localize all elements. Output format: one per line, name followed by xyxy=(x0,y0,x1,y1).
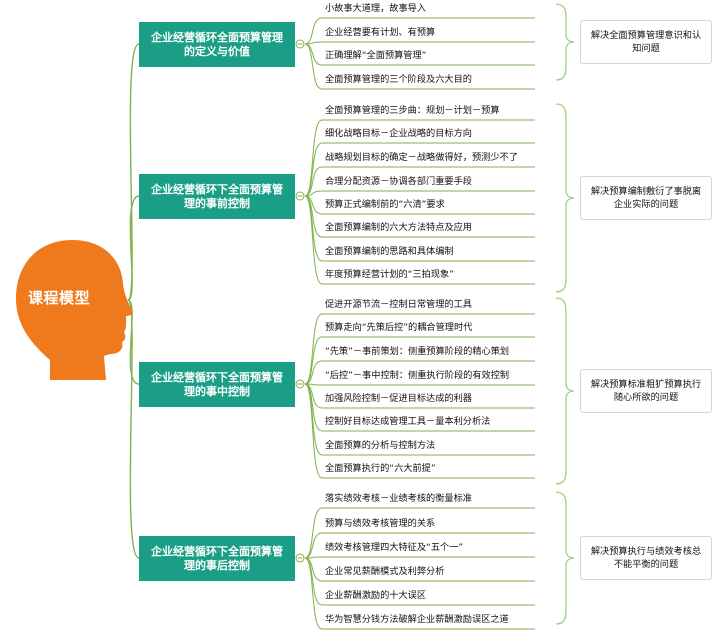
item-connector xyxy=(304,336,535,385)
item-connector xyxy=(304,556,535,559)
item-connector xyxy=(304,43,535,90)
topic-item: 华为智慧分钱方法破解企业薪酬激励误区之道 xyxy=(325,614,509,625)
topic-item: 细化战略目标－企业战略的目标方向 xyxy=(325,128,472,139)
item-connector xyxy=(304,41,535,45)
topic-item: 年度预算经营计划的“三拍现象” xyxy=(325,269,454,280)
topic-item: 小故事大道理，故事导入 xyxy=(325,3,427,14)
item-connector xyxy=(304,166,535,197)
summary-brace xyxy=(555,103,575,293)
topic-item: 全面预算管理的三个阶段及六大目的 xyxy=(325,74,472,85)
item-connector xyxy=(304,190,535,197)
item-connector xyxy=(304,142,535,197)
item-connector xyxy=(304,119,535,197)
topic-item: 加强风险控制－促进目标达成的利器 xyxy=(325,393,472,404)
topic-item: 企业经营要有计划、有预算 xyxy=(325,27,436,38)
topic-item: 绩效考核管理四大特征及“五个一” xyxy=(325,542,464,553)
root-connector xyxy=(127,195,140,301)
topic-item: 全面预算编制的六大方法特点及应用 xyxy=(325,222,472,233)
topic-item: 预算与绩效考核管理的关系 xyxy=(325,518,436,529)
topic-item: 企业常见薪酬模式及利弊分析 xyxy=(325,566,445,577)
section-node: 企业经营循环下全面预算管理的事后控制 xyxy=(139,536,295,581)
item-connector xyxy=(304,383,535,479)
topic-item: 全面预算管理的三步曲：规划－计划－预算 xyxy=(325,105,500,116)
topic-item: 全面预算执行的“六大前提” xyxy=(325,463,436,474)
summary-brace xyxy=(555,3,575,81)
topic-item: 合理分配资源－协调各部门重要手段 xyxy=(325,176,472,187)
root-connector xyxy=(127,299,140,385)
item-connector xyxy=(304,195,535,285)
item-connector xyxy=(304,360,535,385)
topic-item: 预算正式编制前的“六清”要求 xyxy=(325,199,445,210)
item-connector xyxy=(304,557,535,630)
item-connector xyxy=(304,383,535,386)
section-node: 企业经营循环下全面预算管理的事中控制 xyxy=(139,362,295,407)
summary-brace xyxy=(555,297,575,485)
topic-item: 全面预算的分析与控制方法 xyxy=(325,440,436,451)
item-connector xyxy=(304,507,535,559)
topic-item: 企业薪酬激励的十大误区 xyxy=(325,590,427,601)
topic-item: 预算走向“先策后控”的耦合管理时代 xyxy=(325,322,473,333)
topic-item: “先策”－事前策划：侧重预算阶段的精心策划 xyxy=(325,346,510,357)
root-label: 课程模型 xyxy=(27,289,90,307)
summary-node: 解决预算标准粗犷预算执行随心所欲的问题 xyxy=(580,369,712,413)
topic-item: 正确理解“全面预算管理” xyxy=(325,50,427,61)
root-connector xyxy=(127,43,140,301)
summary-node: 解决全面预算管理意识和认知问题 xyxy=(580,20,712,64)
summary-node: 解决预算编制敷衍了事脱离企业实际的问题 xyxy=(580,176,712,220)
topic-item: 战略规划目标的确定－战略做得好，预测少不了 xyxy=(325,152,518,163)
section-node: 企业经营循环下全面预算管理的事前控制 xyxy=(139,174,295,219)
summary-brace xyxy=(555,491,575,625)
item-connector xyxy=(304,17,535,45)
item-connector xyxy=(304,313,535,385)
summary-node: 解决预算执行与绩效考核总不能平衡的问题 xyxy=(580,536,712,580)
root-connector xyxy=(127,299,140,559)
item-connector xyxy=(304,532,535,559)
section-node: 企业经营循环全面预算管理的定义与价值 xyxy=(139,22,295,67)
topic-item: 控制好目标达成管理工具－量本利分析法 xyxy=(325,416,491,427)
topic-item: 落实绩效考核－业绩考核的衡量标准 xyxy=(325,493,472,504)
topic-item: “后控”－事中控制：侧重执行阶段的有效控制 xyxy=(325,370,510,381)
topic-item: 全面预算编制的思路和具体编制 xyxy=(325,246,454,257)
topic-item: 促进开源节流－控制日常管理的工具 xyxy=(325,299,472,310)
head-silhouette xyxy=(15,240,133,380)
